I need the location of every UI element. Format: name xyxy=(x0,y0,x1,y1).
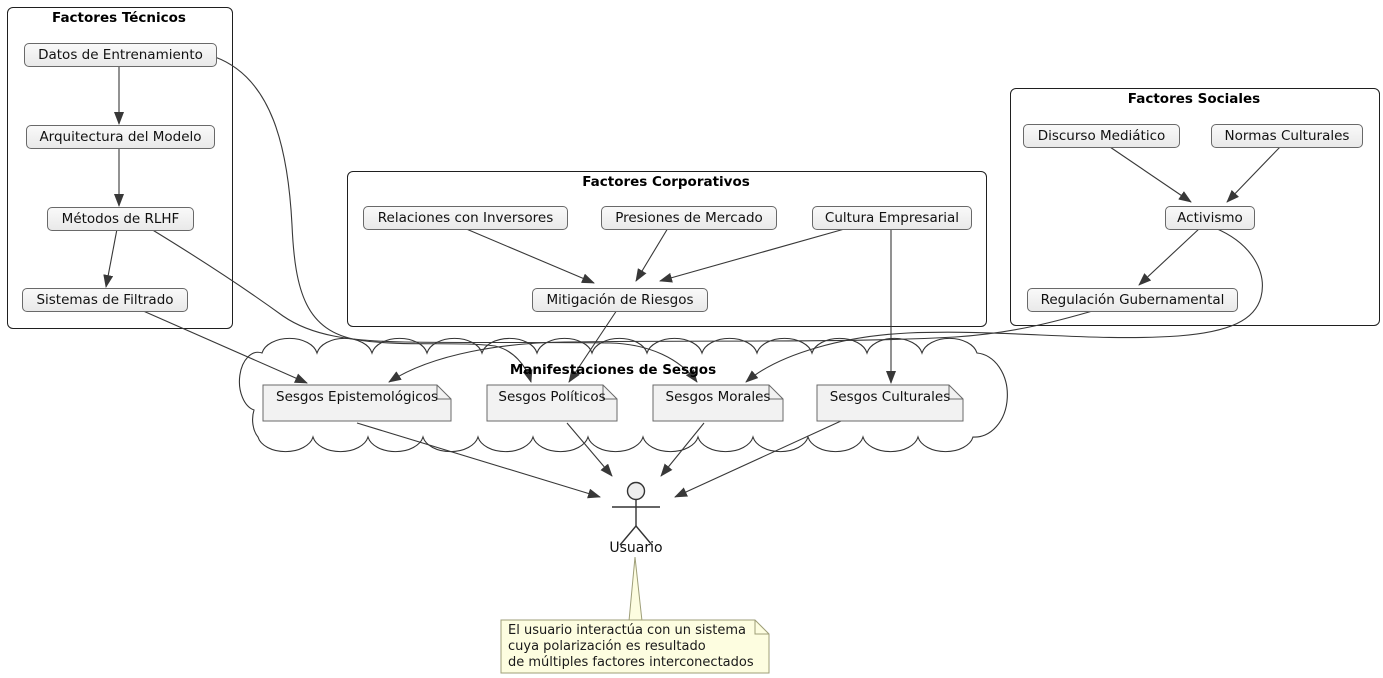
node-arquitectura-del-modelo: Arquitectura del Modelo xyxy=(26,125,215,149)
edge-regulacion-to-sesgos-epistemologicos xyxy=(388,309,1097,383)
edge-morales-to-usuario xyxy=(660,422,705,477)
file-node-sesgos-culturales-fold xyxy=(948,385,963,400)
note-line-3: de múltiples factores interconectados xyxy=(508,655,754,670)
file-node-sesgos-politicos-fold xyxy=(602,385,617,400)
file-node-sesgos-epistemologicos-fold xyxy=(436,385,451,400)
label-sesgos-epistemologicos: Sesgos Epistemológicos xyxy=(276,389,438,405)
edge-presiones-to-mitigacion xyxy=(635,227,669,282)
node-regulacion-gubernamental: Regulación Gubernamental xyxy=(1027,288,1238,312)
file-node-sesgos-culturales xyxy=(816,384,964,422)
node-mitigacion-de-riesgos: Mitigación de Riesgos xyxy=(532,288,708,312)
edge-activismo-to-sesgos-morales xyxy=(745,227,1263,383)
node-metodos-de-rlhf: Métodos de RLHF xyxy=(47,207,194,231)
edge-normas-to-activismo xyxy=(1226,146,1281,203)
edge-epistemologicos-to-usuario xyxy=(356,422,601,499)
edge-politicos-to-usuario xyxy=(566,422,613,477)
note-fold xyxy=(754,620,769,635)
node-cultura-empresarial: Cultura Empresarial xyxy=(812,206,972,230)
group-title-factores-corporativos: Factores Corporativos xyxy=(582,174,750,190)
label-sesgos-politicos: Sesgos Políticos xyxy=(498,389,606,405)
edge-activismo-to-regulacion xyxy=(1138,227,1201,286)
group-factores-sociales xyxy=(1010,88,1380,326)
label-sesgos-culturales: Sesgos Culturales xyxy=(829,389,951,405)
note-pointer xyxy=(628,556,643,622)
note-line-1: El usuario interactúa con un sistema xyxy=(508,623,747,638)
node-sistemas-de-filtrado: Sistemas de Filtrado xyxy=(22,288,188,312)
file-node-sesgos-morales-fold xyxy=(768,385,783,400)
edge-rlhf-to-filtrado xyxy=(103,228,118,288)
node-relaciones-con-inversores: Relaciones con Inversores xyxy=(363,206,568,230)
edge-mitigacion-to-sesgos-politicos xyxy=(568,309,618,383)
edge-filtrado-to-sesgos-epistemologicos xyxy=(140,309,308,384)
actor-usuario-label: Usuario xyxy=(609,540,663,556)
node-datos-de-entrenamiento: Datos de Entrenamiento xyxy=(24,43,217,67)
file-node-sesgos-politicos xyxy=(486,384,618,422)
cloud-outline xyxy=(238,337,1008,453)
edge-discurso-to-activismo xyxy=(1109,146,1192,203)
file-node-sesgos-epistemologicos xyxy=(262,384,452,422)
note-body xyxy=(500,619,770,674)
node-presiones-de-mercado: Presiones de Mercado xyxy=(601,206,777,230)
edge-cultura-to-mitigacion xyxy=(659,227,849,283)
node-normas-culturales: Normas Culturales xyxy=(1211,124,1363,148)
edge-relaciones-to-mitigacion xyxy=(463,227,595,284)
group-factores-tecnicos xyxy=(7,7,233,329)
cloud-title-manifestaciones-de-sesgos: Manifestaciones de Sesgos xyxy=(509,362,717,378)
group-title-factores-tecnicos: Factores Técnicos xyxy=(52,10,186,26)
edge-datos-to-sesgos-politicos xyxy=(214,56,533,383)
group-title-factores-sociales: Factores Sociales xyxy=(1127,91,1261,107)
group-factores-corporativos xyxy=(347,171,987,327)
actor-usuario-figure xyxy=(612,481,660,546)
node-activismo: Activismo xyxy=(1165,206,1255,230)
node-discurso-mediatico: Discurso Mediático xyxy=(1023,124,1180,148)
note-line-2: cuya polarización es resultado xyxy=(508,639,706,654)
file-node-sesgos-morales xyxy=(652,384,784,422)
edge-rlhf-to-sesgos-morales xyxy=(150,228,698,383)
label-sesgos-morales: Sesgos Morales xyxy=(665,389,771,405)
edge-culturales-to-usuario xyxy=(674,420,842,498)
